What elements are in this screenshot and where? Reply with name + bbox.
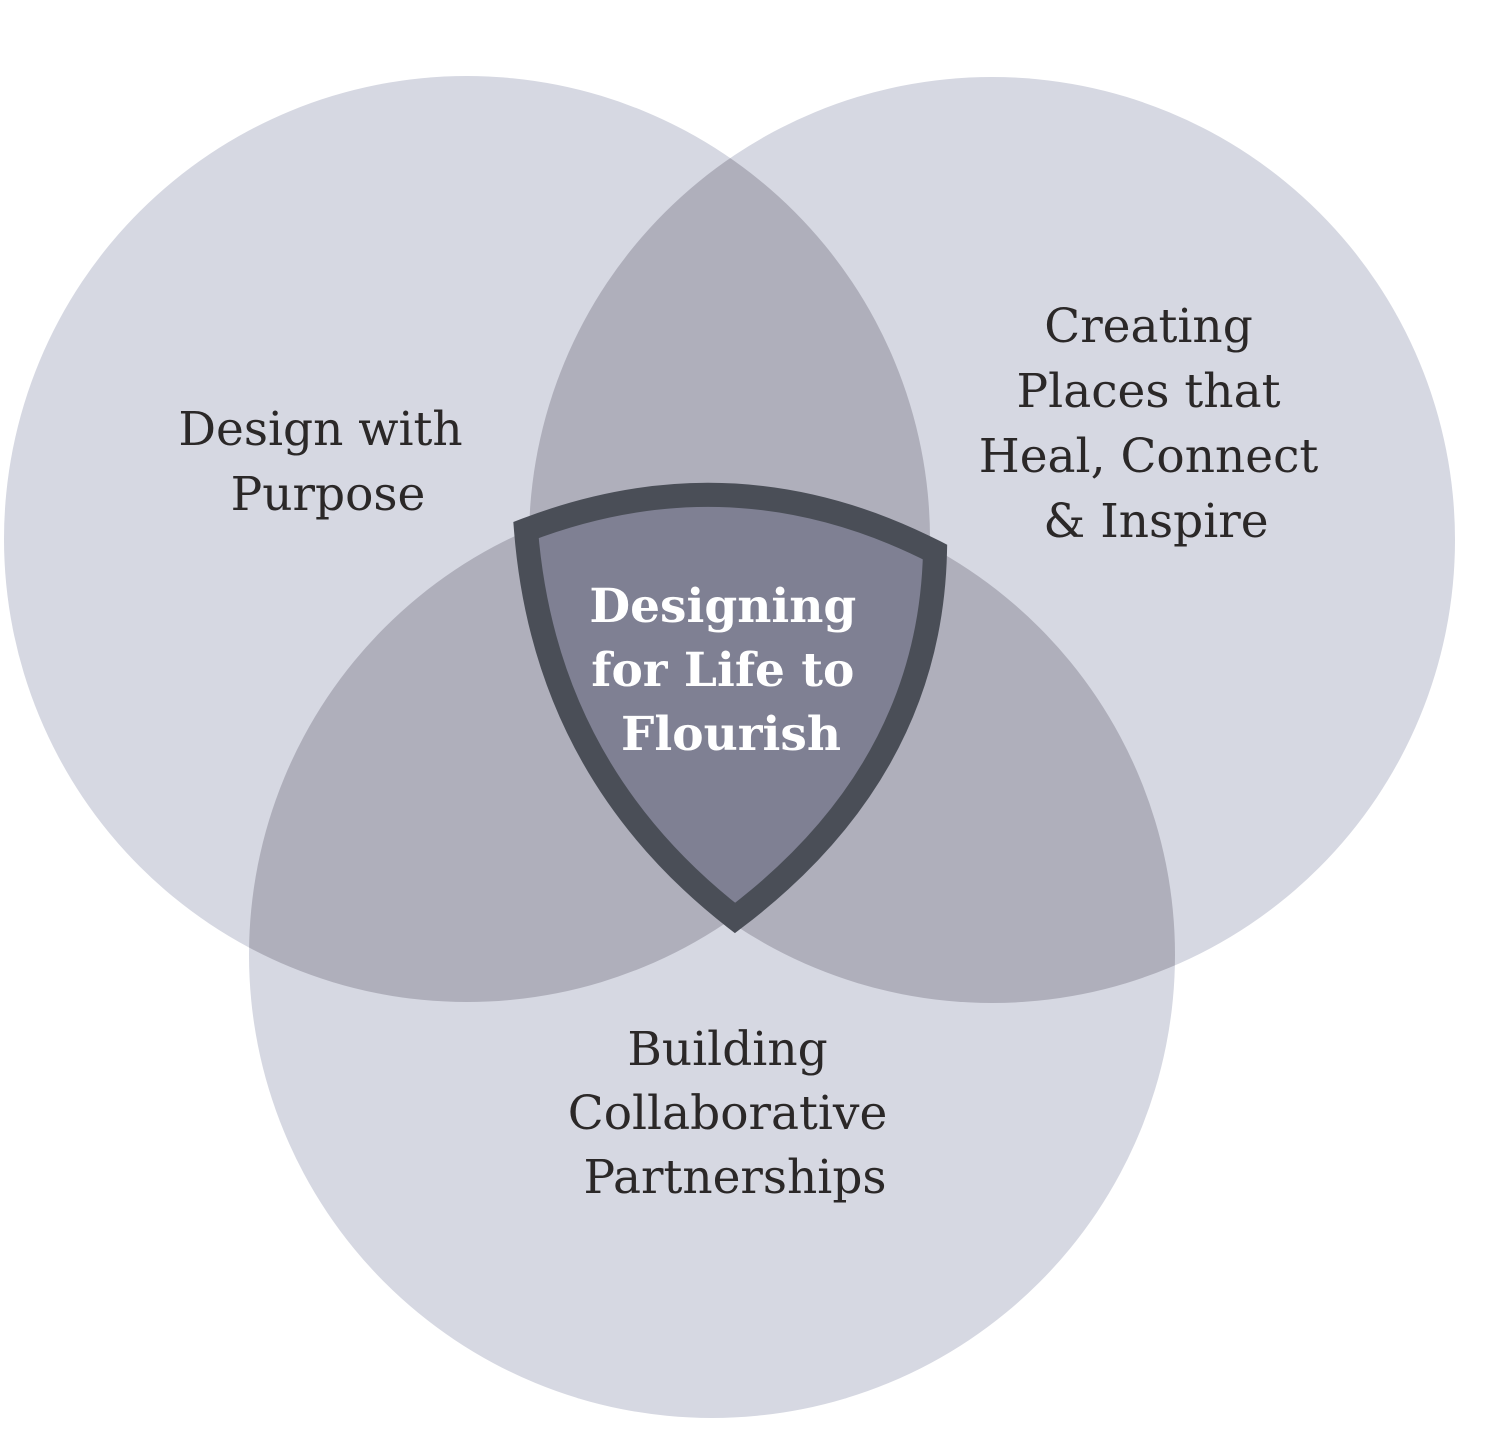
- label-line: Creating: [1044, 299, 1253, 354]
- label-line: Heal, Connect: [979, 429, 1319, 484]
- label-line: Flourish: [621, 707, 841, 762]
- label-design-with-purpose: Design with Purpose: [178, 402, 477, 522]
- label-line: Designing: [589, 579, 856, 634]
- label-line: Design with: [178, 402, 462, 457]
- label-line: Places that: [1017, 364, 1281, 419]
- label-line: Purpose: [231, 467, 426, 522]
- center-shield: [513, 482, 948, 934]
- label-line: Partnerships: [583, 1150, 886, 1205]
- label-line: Building: [627, 1022, 827, 1077]
- label-line: Collaborative: [568, 1086, 888, 1141]
- label-creating-places: Creating Places that Heal, Connect & Ins…: [979, 299, 1334, 549]
- label-line: for Life to: [591, 643, 854, 698]
- label-building-partnerships: Building Collaborative Partnerships: [568, 1022, 902, 1205]
- label-line: & Inspire: [1043, 494, 1268, 549]
- center-label: Designing for Life to Flourish: [589, 579, 872, 762]
